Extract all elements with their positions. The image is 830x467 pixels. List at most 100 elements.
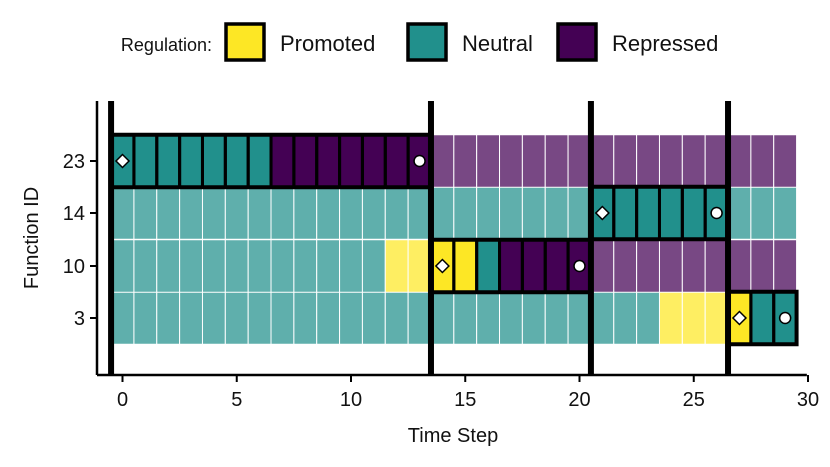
cell-23-16 [476,134,501,188]
x-tick-label-30: 30 [797,389,819,411]
cell-23-21 [590,134,615,188]
cell-23-12 [384,134,409,188]
cell-10-27 [727,239,752,293]
cell-14-1 [133,186,158,240]
cell-14-13 [407,186,432,240]
cell-3-25 [681,291,706,345]
cell-10-19 [544,239,569,293]
x-axis-label: Time Step [408,425,498,447]
cell-3-9 [316,291,341,345]
cell-10-24 [658,239,683,293]
y-axis-label: Function ID [21,187,43,289]
cell-23-3 [179,134,203,188]
span-end-marker-23 [413,154,426,168]
cell-14-24 [658,186,683,240]
cell-23-25 [681,134,706,188]
cell-3-12 [384,291,409,345]
span-end-marker-10 [573,259,586,273]
x-tick-label-15: 15 [454,389,476,411]
cell-3-13 [407,291,432,345]
cell-14-17 [499,186,523,240]
span-start-marker-23 [114,153,131,169]
cell-10-13 [407,239,432,293]
cell-3-14 [430,291,455,345]
cell-10-12 [384,239,409,293]
cell-23-24 [658,134,683,188]
cell-14-29 [773,186,798,240]
cell-3-6 [247,291,272,345]
cell-23-9 [316,134,341,188]
cell-10-6 [247,239,272,293]
cell-10-17 [499,239,523,293]
cell-3-1 [133,291,158,345]
cell-14-11 [361,186,386,240]
cell-3-4 [201,291,226,345]
cell-23-28 [750,134,775,188]
cell-23-18 [521,134,546,188]
cell-3-10 [339,291,363,345]
cell-10-16 [476,239,501,293]
cell-3-28 [750,291,775,345]
cell-14-12 [384,186,409,240]
cell-23-23 [636,134,660,188]
cell-23-11 [361,134,386,188]
cell-14-20 [567,186,592,240]
cell-10-10 [339,239,363,293]
cell-3-26 [704,291,729,345]
cell-23-10 [339,134,363,188]
cell-14-28 [750,186,775,240]
cell-3-22 [613,291,638,345]
cell-10-23 [636,239,660,293]
cell-10-2 [156,239,181,293]
cell-3-11 [361,291,386,345]
span-end-marker-3 [778,311,792,325]
cell-23-4 [201,134,226,188]
cell-3-7 [270,291,295,345]
cell-23-2 [156,134,181,188]
cell-23-29 [773,134,798,188]
cell-23-8 [293,134,318,188]
cell-23-17 [499,134,523,188]
cell-23-22 [613,134,638,188]
span-start-marker-14 [594,205,610,221]
cell-14-4 [201,186,226,240]
cell-3-19 [544,291,569,345]
cell-10-26 [704,239,729,293]
cell-14-9 [316,186,341,240]
cell-3-20 [567,291,592,345]
legend-label-neutral: Neutral [462,31,533,56]
cell-14-8 [293,186,318,240]
cell-3-16 [476,291,501,345]
legend-swatch-promoted [224,22,266,62]
cell-10-22 [613,239,638,293]
cell-14-3 [179,186,203,240]
span-end-marker-14 [710,206,723,220]
x-tick-label-20: 20 [568,389,590,411]
cell-23-14 [430,134,455,188]
cell-14-15 [453,186,478,240]
cell-14-7 [270,186,295,240]
cell-10-25 [681,239,706,293]
cell-14-2 [156,186,181,240]
phase-boundaries [108,101,732,375]
cell-14-14 [430,186,455,240]
cell-10-21 [590,239,615,293]
cell-3-0 [110,291,135,345]
cell-10-5 [224,239,249,293]
cell-3-8 [293,291,318,345]
cell-10-9 [316,239,341,293]
cell-3-24 [658,291,683,345]
cell-10-28 [750,239,775,293]
cell-10-0 [110,239,135,293]
cell-3-3 [179,291,203,345]
y-tick-label-10: 10 [63,256,85,278]
span-start-marker-10 [434,258,450,274]
cell-14-18 [521,186,546,240]
x-tick-label-0: 0 [117,389,128,411]
span-start-marker-3 [731,310,748,326]
cell-10-15 [453,239,478,293]
cell-23-6 [247,134,272,188]
y-tick-label-14: 14 [63,203,85,225]
cell-10-3 [179,239,203,293]
